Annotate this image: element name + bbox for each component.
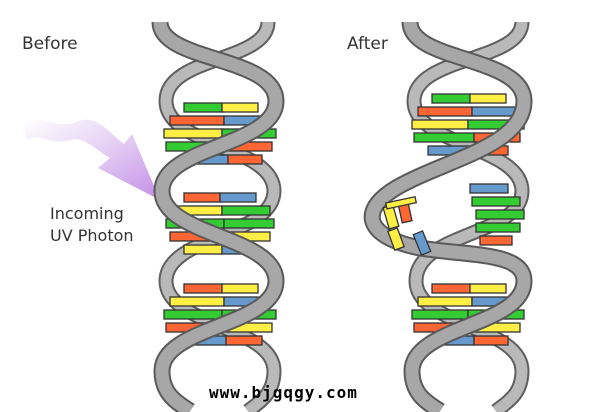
photon-label-line2: UV Photon xyxy=(50,226,134,245)
dna-double-helix-icon xyxy=(151,20,285,412)
damaged-base xyxy=(412,230,432,256)
base-pair-half xyxy=(431,283,471,294)
base-pair-half xyxy=(163,309,223,320)
photon-label-line1: Incoming xyxy=(50,204,124,223)
base-pair-half xyxy=(413,132,475,143)
base-pair-half xyxy=(469,283,507,294)
base-pair-half xyxy=(169,115,225,126)
base-pair-half xyxy=(225,335,263,346)
base-pair-half xyxy=(417,296,473,307)
after-title: After xyxy=(347,34,388,54)
wavy-arrow-icon xyxy=(24,119,160,200)
base-pair-half xyxy=(183,283,223,294)
base-pair-half xyxy=(475,209,525,220)
base-pair-half xyxy=(183,244,223,255)
base-pair-half xyxy=(221,205,271,216)
base-pair-half xyxy=(475,222,521,233)
base-pair-half xyxy=(473,335,509,346)
base-pair-half xyxy=(163,128,223,139)
watermark-text: www.bjgqgy.com xyxy=(209,383,358,402)
thymine-dimer xyxy=(382,195,432,256)
before-title: Before xyxy=(22,34,78,54)
base-pair-half xyxy=(417,106,473,117)
base-pair-half xyxy=(469,93,507,104)
base-pair-half xyxy=(471,196,521,207)
base-pair-half xyxy=(411,119,469,130)
base-pair-half xyxy=(169,296,225,307)
base-pair-half xyxy=(183,102,223,113)
base-pairs xyxy=(163,102,277,346)
base-pair-half xyxy=(411,309,469,320)
base-pair-half xyxy=(183,192,221,203)
base-pair-half xyxy=(221,283,259,294)
damaged-base xyxy=(387,227,405,251)
helix-front-strand-highlight xyxy=(153,20,283,412)
dimer-link xyxy=(384,195,418,210)
base-pair-half xyxy=(221,102,259,113)
base-pair-half xyxy=(227,154,263,165)
base-pair-half xyxy=(431,93,471,104)
damaged-dna-helix xyxy=(363,20,533,412)
base-pair-half xyxy=(219,192,257,203)
base-pair-half xyxy=(479,235,513,246)
base-pair-half xyxy=(223,218,275,229)
base-pair-half xyxy=(469,183,509,194)
